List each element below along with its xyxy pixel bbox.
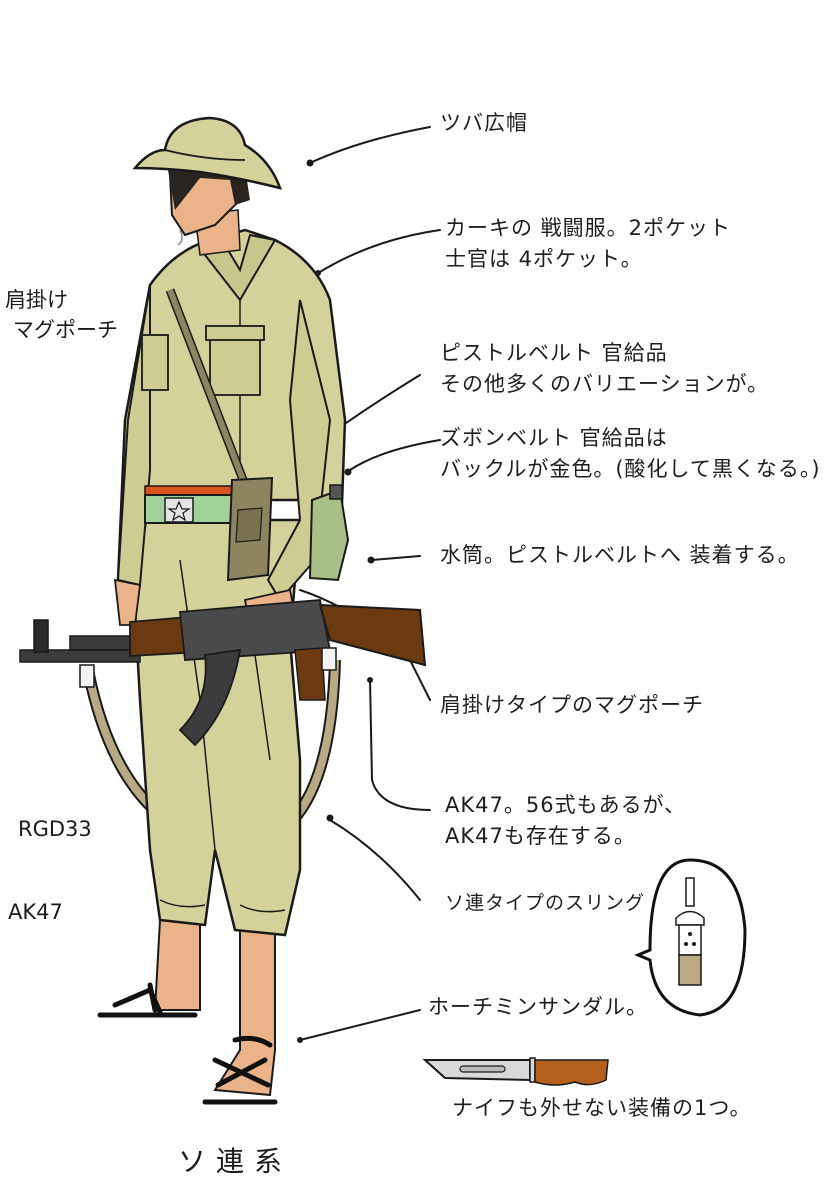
- annotation-uniform: カーキの 戦闘服。2ポケット 士官は 4ポケット。: [445, 216, 732, 271]
- ak47-rifle: [19, 599, 427, 747]
- annotation-rifle: AK47。56式もあるが、 AK47も存在する。: [445, 793, 687, 848]
- hat: [132, 116, 282, 190]
- sling-detail-inset: [634, 858, 747, 1017]
- hair: [168, 168, 250, 210]
- annotation-hat: ツバ広帽: [440, 111, 528, 135]
- sandals-icon: [97, 982, 278, 1105]
- side-label-grenade: RGD33: [18, 817, 92, 841]
- rifle-magazine: [178, 648, 242, 747]
- chin-strap: [177, 229, 183, 246]
- annotation-canteen: 水筒。ピストルベルトへ 装着する。: [440, 543, 800, 567]
- page-title: ソ連系: [178, 1145, 293, 1178]
- annotation-trouser-belt: ズボンベルト 官給品は バックルが金色。(酸化して黒くなる。): [440, 426, 821, 481]
- annotation-knife: ナイフも外せない装備の1つ。: [452, 1096, 752, 1120]
- leader-dots: [297, 159, 375, 1043]
- right-hand: [113, 578, 141, 626]
- annotation-mag-pouch: 肩掛けタイプのマグポーチ: [440, 693, 704, 717]
- chest-pocket-right: [141, 334, 169, 391]
- star-icon: [167, 500, 191, 522]
- annotation-pistol-belt: ピストルベルト 官給品 その他多くのバリエーションが。: [440, 341, 770, 396]
- legs: [153, 919, 276, 1097]
- side-label-weapon: AK47: [8, 900, 63, 924]
- side-label-shoulder-pouch: 肩掛け マグポーチ: [5, 288, 118, 342]
- annotation-sling: ソ連タイプのスリング: [445, 892, 646, 914]
- canteen: [308, 488, 350, 582]
- annotation-sandals: ホーチミンサンダル。: [428, 995, 648, 1019]
- knife-icon: [422, 1057, 609, 1086]
